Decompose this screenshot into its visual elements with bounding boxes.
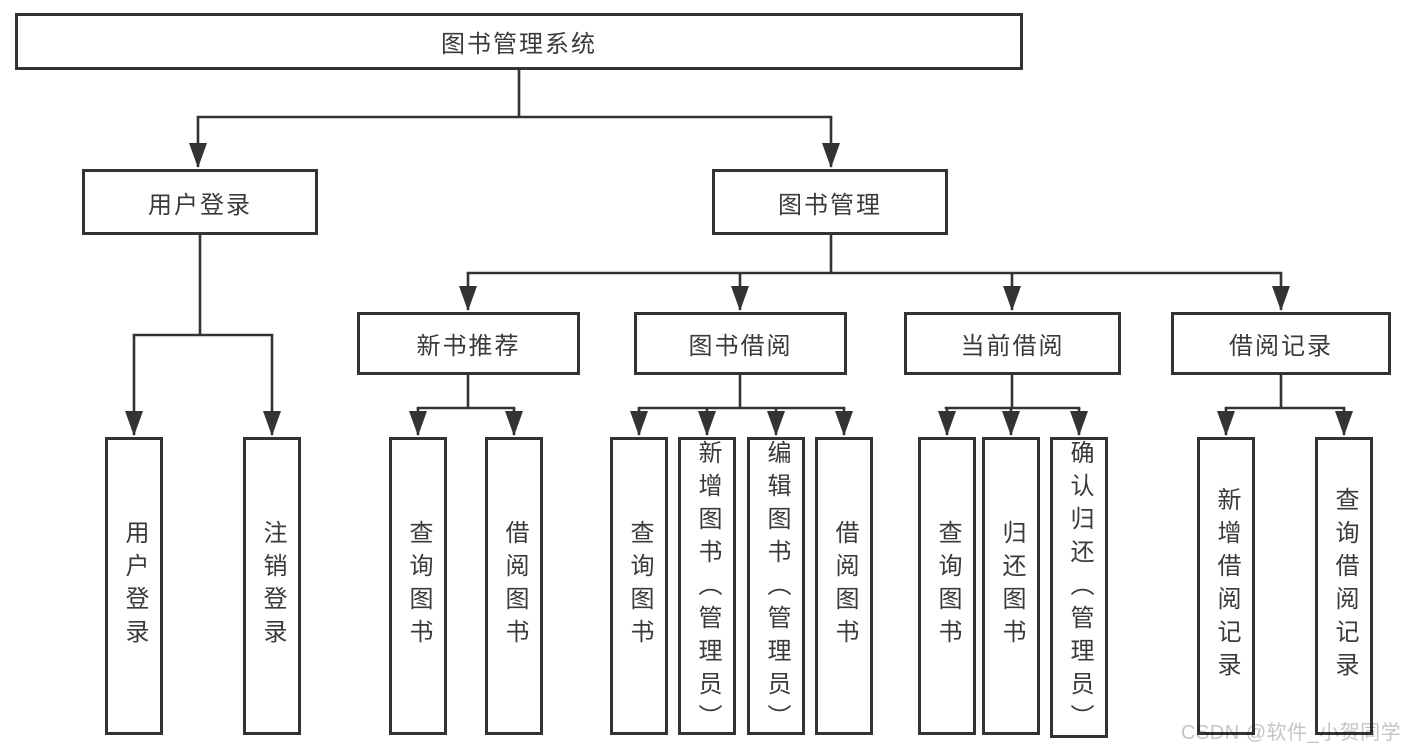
leaf-borrow-add-books-admin-label: 新增图书（管理员） <box>694 440 721 737</box>
leaf-newbook-query-books: 查询图书 <box>389 437 447 735</box>
leaf-records-add-record-label: 新增借阅记录 <box>1213 487 1240 685</box>
leaf-newbook-query-books-label: 查询图书 <box>405 520 432 652</box>
arrowhead-icon <box>1272 286 1290 311</box>
arrowhead-icon <box>767 411 785 436</box>
node-user-login-group: 用户登录 <box>82 169 318 235</box>
node-book-management: 图书管理 <box>712 169 948 235</box>
leaf-current-return-books: 归还图书 <box>982 437 1040 735</box>
node-book-management-label: 图书管理 <box>778 191 882 219</box>
node-user-login-group-label: 用户登录 <box>148 191 252 219</box>
leaf-user-login: 用户登录 <box>105 437 163 735</box>
node-current-borrowing-label: 当前借阅 <box>960 333 1065 360</box>
arrowhead-icon <box>1003 286 1021 311</box>
arrowhead-icon <box>698 411 716 436</box>
leaf-current-confirm-return-admin-label: 确认归还（管理员） <box>1066 440 1093 737</box>
leaf-borrow-query-books-label: 查询图书 <box>626 520 653 652</box>
arrowhead-icon <box>505 411 523 436</box>
csdn-watermark: CSDN @软件_小贺同学 <box>1181 722 1402 744</box>
arrowhead-icon <box>263 411 281 436</box>
arrowhead-icon <box>835 411 853 436</box>
leaf-current-query-books: 查询图书 <box>918 437 976 735</box>
node-root: 图书管理系统 <box>15 13 1023 70</box>
arrowhead-icon <box>630 411 648 436</box>
node-book-borrowing-label: 图书借阅 <box>688 333 793 360</box>
leaf-records-query-record-label: 查询借阅记录 <box>1331 487 1358 685</box>
node-book-borrowing: 图书借阅 <box>634 312 847 375</box>
leaf-current-query-books-label: 查询图书 <box>934 520 961 652</box>
node-root-label: 图书管理系统 <box>441 31 597 58</box>
node-borrow-records-label: 借阅记录 <box>1229 333 1333 360</box>
arrowhead-icon <box>822 143 840 168</box>
leaf-records-query-record: 查询借阅记录 <box>1315 437 1373 735</box>
leaf-newbook-borrow-books-label: 借阅图书 <box>501 520 528 652</box>
leaf-borrow-edit-books-admin: 编辑图书（管理员） <box>747 437 805 737</box>
leaf-records-add-record: 新增借阅记录 <box>1197 437 1255 735</box>
node-new-book-recommend-label: 新书推荐 <box>416 333 521 360</box>
leaf-newbook-borrow-books: 借阅图书 <box>485 437 543 735</box>
arrowhead-icon <box>1217 411 1235 436</box>
leaf-borrow-borrow-books-label: 借阅图书 <box>831 520 858 652</box>
leaf-logout: 注销登录 <box>243 437 301 735</box>
arrowhead-icon <box>459 286 477 311</box>
leaf-current-confirm-return-admin: 确认归还（管理员） <box>1050 437 1108 738</box>
node-borrow-records: 借阅记录 <box>1171 312 1391 375</box>
arrowhead-icon <box>189 143 207 168</box>
leaf-borrow-edit-books-admin-label: 编辑图书（管理员） <box>763 440 790 737</box>
arrowhead-icon <box>1002 411 1020 436</box>
leaf-borrow-query-books: 查询图书 <box>610 437 668 735</box>
node-new-book-recommend: 新书推荐 <box>357 312 580 375</box>
arrowhead-icon <box>125 411 143 436</box>
leaf-current-return-books-label: 归还图书 <box>998 520 1025 652</box>
leaf-logout-label: 注销登录 <box>259 520 286 652</box>
leaf-borrow-add-books-admin: 新增图书（管理员） <box>678 437 736 737</box>
arrowhead-icon <box>1070 411 1088 436</box>
arrowhead-icon <box>938 411 956 436</box>
arrowhead-icon <box>731 286 749 311</box>
leaf-borrow-borrow-books: 借阅图书 <box>815 437 873 735</box>
node-current-borrowing: 当前借阅 <box>904 312 1121 375</box>
arrowhead-icon <box>409 411 427 436</box>
leaf-user-login-label: 用户登录 <box>121 520 148 652</box>
arrowhead-icon <box>1335 411 1353 436</box>
